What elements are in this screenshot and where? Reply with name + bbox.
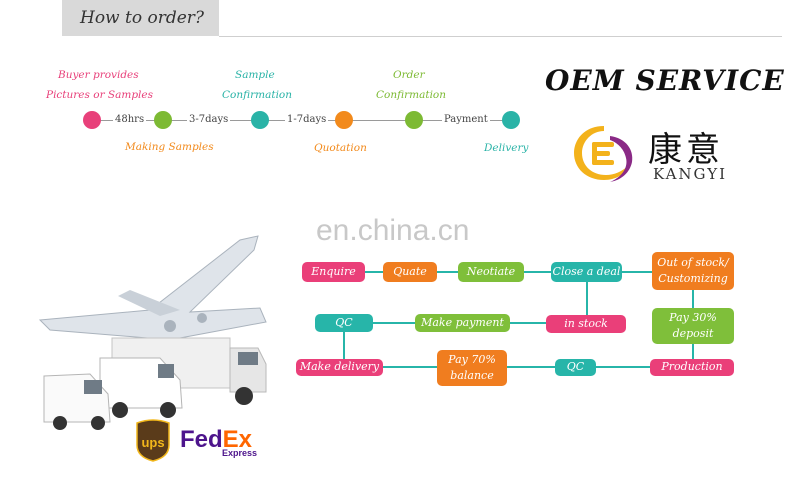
step-pay-70-balance: Pay 70% balance — [437, 350, 507, 386]
connector — [510, 322, 546, 324]
step-make-payment: Make payment — [415, 314, 510, 332]
brand-name-chinese: 康意 — [648, 122, 724, 171]
step-pay-30-line-2: deposit — [673, 326, 714, 343]
timeline-dot-delivery — [502, 111, 520, 129]
timeline-segment: 1-7days — [285, 114, 328, 125]
timeline-dot-sample-confirmation — [251, 111, 269, 129]
step-pay-70-line-2: balance — [450, 368, 493, 385]
timeline-buyer-label-1: Buyer provides — [58, 69, 139, 81]
step-qc-top: QC — [315, 314, 373, 332]
ups-logo: ups — [133, 419, 173, 463]
connector — [622, 271, 652, 273]
timeline-dot-order-confirmation — [405, 111, 423, 129]
timeline-segment: 3-7days — [187, 114, 230, 125]
connector — [586, 282, 588, 315]
connector — [343, 332, 345, 359]
timeline-buyer-label-2: Pictures or Samples — [46, 89, 153, 101]
timeline-segment: Payment — [442, 114, 490, 125]
fedex-fed-text: Fed — [180, 426, 223, 453]
step-quate: Quate — [383, 262, 437, 282]
timeline-order-label-2: Confirmation — [376, 89, 446, 101]
timeline-sample-label-1: Sample — [235, 69, 275, 81]
connector — [692, 290, 694, 308]
step-neotiate: Neotiate — [458, 262, 524, 282]
timeline-making-samples-label: Making Samples — [125, 141, 214, 153]
step-pay-30-line-1: Pay 30% — [669, 310, 717, 327]
step-in-stock: in stock — [546, 315, 626, 333]
timeline-segment: 48hrs — [113, 114, 146, 125]
timeline-sample-label-2: Confirmation — [222, 89, 292, 101]
timeline-delivery-label: Delivery — [484, 142, 528, 154]
timeline-dot-buyer — [83, 111, 101, 129]
connector — [373, 322, 415, 324]
brand-name-english: KANGYI — [653, 165, 727, 183]
watermark: en.china.cn — [316, 214, 469, 248]
connector — [437, 271, 458, 273]
step-qc-bottom: QC — [555, 359, 596, 376]
timeline-dot-making-samples — [154, 111, 172, 129]
timeline-dot-quotation — [335, 111, 353, 129]
step-pay-30-deposit: Pay 30% deposit — [652, 308, 734, 344]
step-make-delivery: Make delivery — [296, 359, 383, 376]
step-out-of-stock: Out of stock/ Customizing — [652, 252, 734, 290]
shipping-illustration — [30, 230, 320, 430]
step-enquire: Enquire — [302, 262, 365, 282]
fedex-express-text: Express — [222, 448, 257, 458]
connector — [383, 366, 437, 368]
step-pay-70-line-1: Pay 70% — [448, 352, 496, 369]
page-title-tab: How to order? — [62, 0, 219, 36]
step-close-deal: Close a deal — [551, 262, 622, 282]
connector — [507, 366, 555, 368]
connector — [365, 271, 383, 273]
timeline-order-label-1: Order — [393, 69, 425, 81]
connector — [692, 344, 694, 359]
step-production: Production — [650, 359, 734, 376]
header-divider — [219, 36, 782, 37]
oem-service-title: OEM SERVICE — [545, 64, 785, 97]
ups-logo-text: ups — [141, 435, 164, 450]
step-out-of-stock-line-1: Out of stock/ — [657, 255, 728, 272]
connector — [596, 366, 650, 368]
connector — [524, 271, 551, 273]
timeline-quotation-label: Quotation — [314, 142, 367, 154]
kangyi-logo-icon — [570, 122, 638, 184]
step-out-of-stock-line-2: Customizing — [658, 271, 728, 288]
